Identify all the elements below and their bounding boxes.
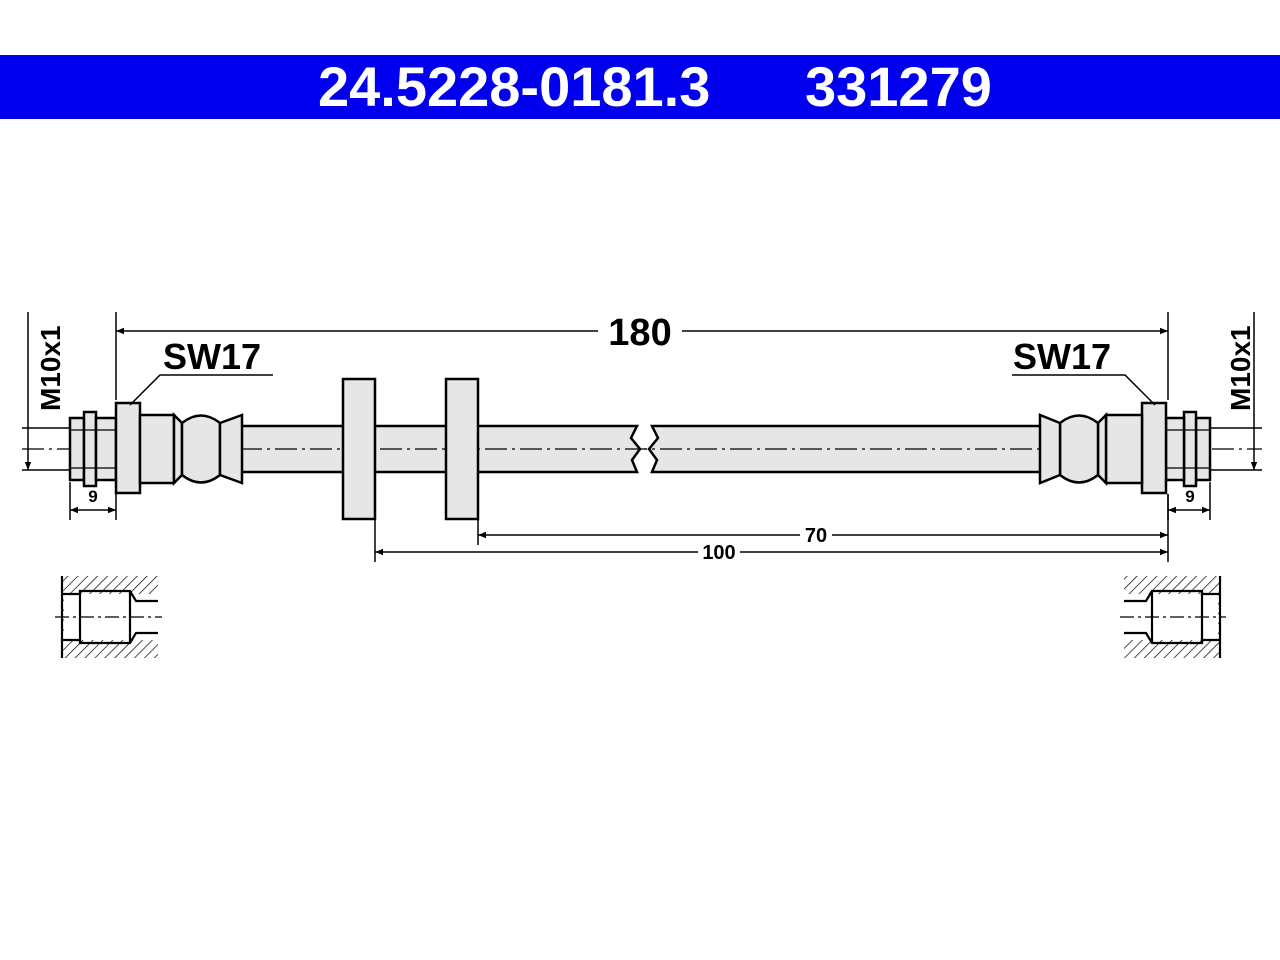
bracket-distance-dimensions	[374, 494, 1169, 562]
thread-left-label: M10x1	[35, 325, 66, 411]
overall-length-label: 180	[608, 312, 671, 354]
port-section-right	[1120, 576, 1226, 658]
bracket-left	[341, 377, 377, 521]
thread-dimension-left	[22, 312, 70, 471]
thread-length-right-label: 9	[1185, 487, 1194, 506]
bracket-distance-inner-label: 70	[805, 525, 827, 547]
left-fitting	[68, 401, 244, 495]
thread-dimension-right	[1210, 312, 1262, 471]
thread-length-left-label: 9	[88, 487, 97, 506]
port-section-left	[55, 576, 162, 658]
bracket-distance-outer-label: 100	[702, 542, 735, 564]
title-bar: 24.5228-0181.3 331279	[0, 55, 1280, 119]
bracket-right	[444, 377, 480, 521]
thread-right-label: M10x1	[1225, 325, 1256, 411]
reference-number: 331279	[805, 55, 992, 118]
dimension-overall-length	[115, 312, 1169, 400]
part-number: 24.5228-0181.3	[318, 55, 711, 118]
wrench-size-right-label: SW17	[1013, 336, 1111, 377]
right-fitting	[1038, 401, 1212, 495]
wrench-size-leaders	[129, 374, 1156, 406]
thread-length-left	[69, 482, 117, 520]
wrench-size-left-label: SW17	[163, 336, 261, 377]
